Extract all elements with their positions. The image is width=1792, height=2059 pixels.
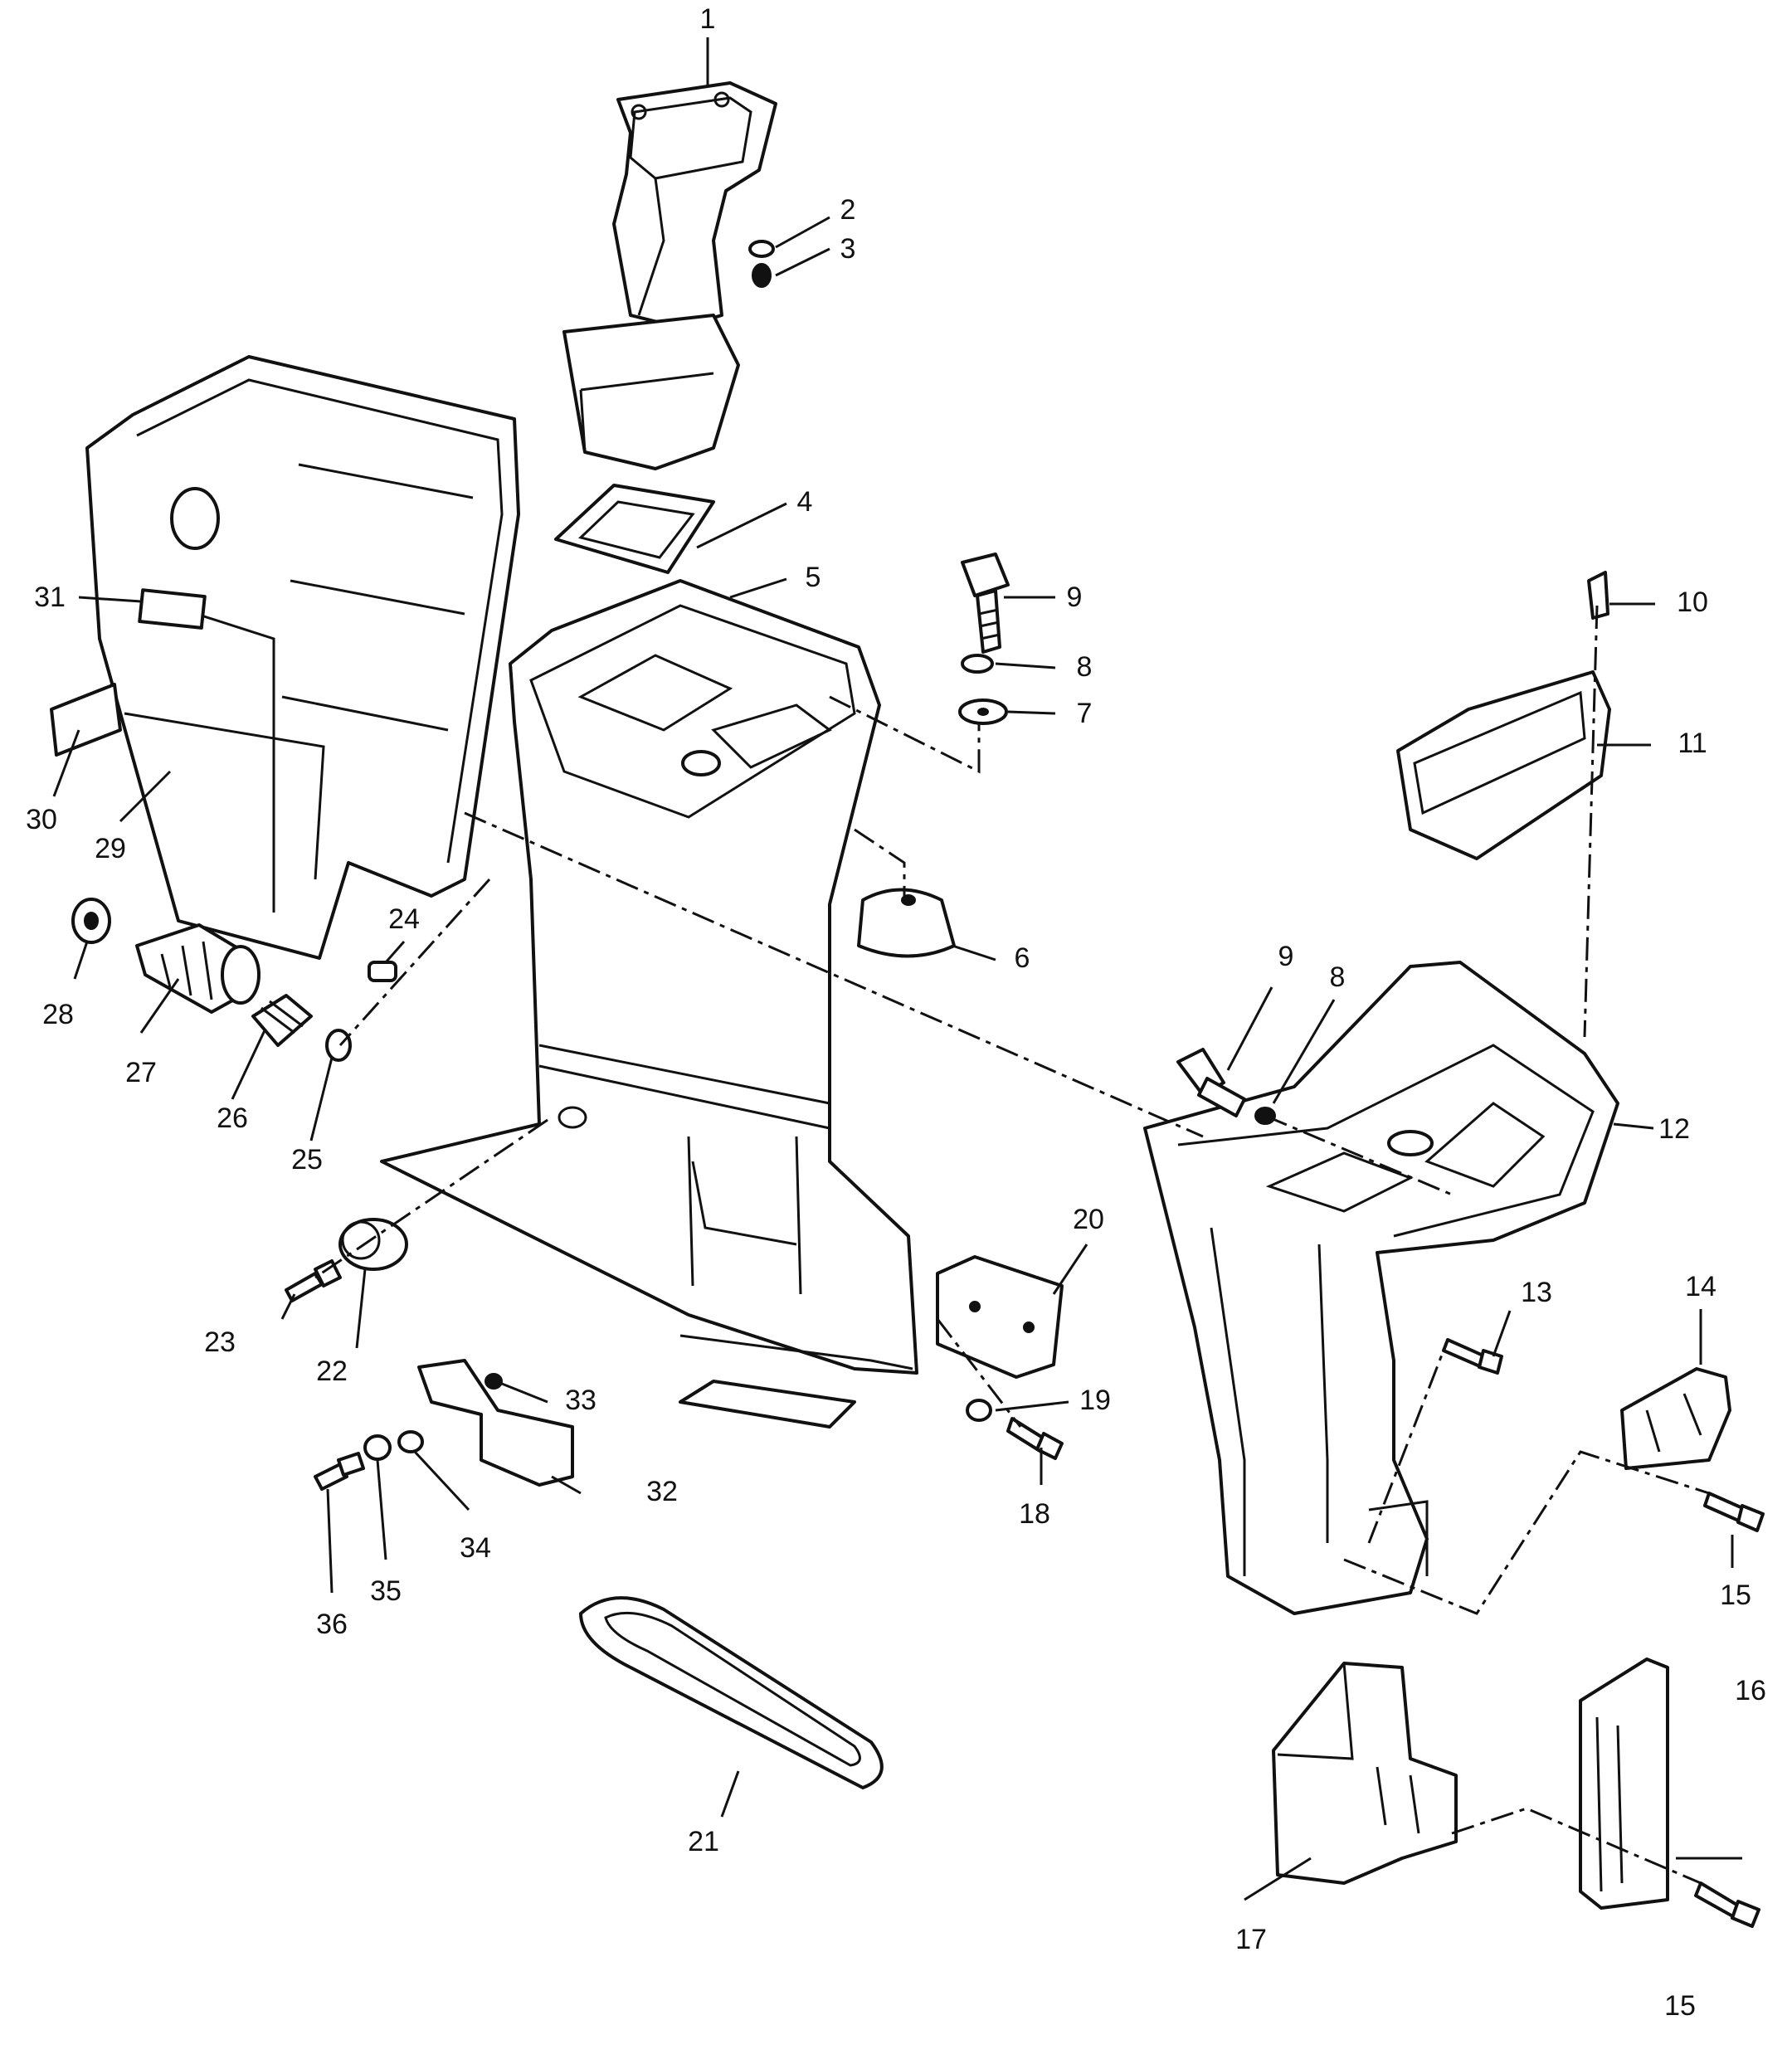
part-9-bolt-side: [1176, 1048, 1246, 1117]
callout-30: 30: [26, 804, 57, 835]
callout-6: 6: [1015, 942, 1030, 974]
part-5-driveshaft-housing: [380, 579, 918, 1429]
callout-9-side: 9: [1278, 941, 1294, 972]
callout-33: 33: [565, 1385, 597, 1416]
callout-19: 19: [1079, 1385, 1111, 1416]
callout-15-upper: 15: [1720, 1580, 1751, 1611]
callout-34: 34: [460, 1532, 491, 1564]
part-25-clip: [325, 1029, 352, 1062]
callout-24: 24: [388, 903, 420, 935]
part-34-lock-washer: [397, 1430, 424, 1453]
part-16-plate: [1579, 1657, 1669, 1910]
callout-labels: 1 2 3 4 5 6 7 8 8 9 9 10 11 12 13 14 15 …: [26, 3, 1766, 2022]
callout-32: 32: [646, 1476, 678, 1507]
part-29-left-cowl: [85, 355, 520, 960]
part-24-pin: [368, 961, 397, 982]
callout-5: 5: [806, 562, 821, 593]
callout-31: 31: [34, 582, 66, 613]
callout-36: 36: [316, 1609, 348, 1640]
part-13-screw: [1442, 1338, 1503, 1375]
leader-lines: [52, 37, 1742, 1901]
callout-12: 12: [1658, 1113, 1690, 1145]
part-8-lock-washer-top: [961, 654, 994, 674]
part-10-screw: [1587, 571, 1609, 620]
part-1-exhaust-tube: [562, 81, 777, 470]
part-22-bumper: [338, 1218, 408, 1271]
part-26-spring: [251, 994, 313, 1047]
callout-13: 13: [1521, 1277, 1552, 1308]
callout-25: 25: [291, 1144, 323, 1176]
part-2-washer: [748, 240, 775, 258]
callout-1: 1: [700, 3, 716, 35]
part-32-bracket: [417, 1359, 574, 1487]
callout-20: 20: [1073, 1204, 1104, 1235]
part-9-bolt-top: [961, 552, 1010, 654]
part-15-screw-upper: [1703, 1492, 1765, 1532]
callout-35: 35: [370, 1575, 402, 1607]
part-30-decal: [50, 683, 122, 757]
part-3-screw: [752, 263, 772, 288]
callout-15-lower: 15: [1664, 1990, 1696, 2022]
callout-3: 3: [840, 233, 856, 265]
callout-22: 22: [316, 1356, 348, 1387]
callout-4: 4: [797, 486, 813, 518]
part-28-nut: [71, 898, 111, 944]
callout-10: 10: [1677, 587, 1708, 618]
callout-14: 14: [1685, 1271, 1717, 1302]
callout-21: 21: [688, 1826, 719, 1857]
callout-26: 26: [217, 1103, 248, 1134]
callout-29: 29: [95, 833, 126, 864]
callout-16: 16: [1735, 1675, 1766, 1706]
part-19-washer: [966, 1399, 992, 1422]
part-18-screw: [1006, 1417, 1064, 1460]
callout-8-top: 8: [1077, 651, 1093, 683]
part-7-washer: [958, 699, 1008, 725]
part-20-plate: [936, 1255, 1064, 1379]
part-12-adapter-housing: [1143, 961, 1619, 1615]
part-21-seal: [579, 1596, 884, 1789]
part-4-gasket: [554, 484, 715, 574]
callout-11: 11: [1678, 728, 1707, 759]
part-17-bracket: [1272, 1662, 1458, 1885]
callout-28: 28: [42, 999, 74, 1030]
callout-18: 18: [1019, 1498, 1050, 1530]
callout-23: 23: [204, 1326, 236, 1358]
part-14-anode: [1620, 1367, 1731, 1470]
callout-17: 17: [1235, 1924, 1267, 1955]
part-23-screw: [285, 1259, 342, 1302]
part-15-screw-lower: [1694, 1881, 1760, 1928]
part-27-grommet: [135, 923, 261, 1014]
part-35-washer: [363, 1434, 392, 1461]
callout-9-top: 9: [1067, 582, 1083, 613]
callout-8-side: 8: [1330, 961, 1346, 993]
callout-27: 27: [125, 1057, 157, 1088]
part-11-cover: [1396, 670, 1611, 860]
part-6-mount: [857, 888, 956, 958]
part-33-nut: [485, 1373, 503, 1390]
callout-7: 7: [1077, 698, 1093, 729]
callout-2: 2: [840, 194, 856, 226]
part-36-screw: [314, 1452, 365, 1491]
